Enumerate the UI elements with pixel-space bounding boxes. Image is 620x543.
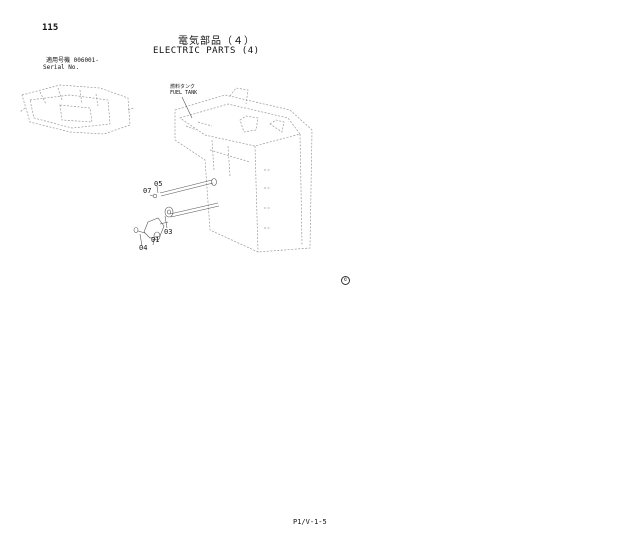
fuel-tank-sketch (174, 87, 313, 253)
footer-code: P1/V-1-5 (293, 518, 327, 526)
callout-01: 01 (151, 236, 160, 244)
bracket-part-03 (164, 206, 174, 218)
callout-07: 07 (143, 187, 152, 195)
washer-part-07 (149, 193, 158, 199)
callout-04: 04 (139, 244, 148, 252)
fuel-tank-leader (181, 96, 193, 119)
fuel-tank-label-japanese: 燃料タンク (170, 84, 196, 90)
copyright-mark: © (341, 276, 350, 285)
serial-applicability: 適用号機 006001- (46, 57, 99, 64)
bolt-part-05 (159, 178, 217, 197)
page-title-japanese: 電気部品（４） (178, 36, 255, 47)
sensor-part-01 (143, 217, 169, 241)
serial-label: Serial No. (43, 64, 80, 71)
machine-outline-sketch (19, 84, 135, 135)
bolt-part-lower (169, 202, 220, 218)
fuel-tank-label: FUEL TANK (170, 90, 198, 96)
page-number: 115 (42, 23, 59, 33)
callout-05: 05 (154, 180, 163, 188)
page-title: ELECTRIC PARTS (4) (153, 46, 260, 56)
screw-part-04 (133, 227, 146, 234)
callout-03: 03 (164, 228, 173, 236)
